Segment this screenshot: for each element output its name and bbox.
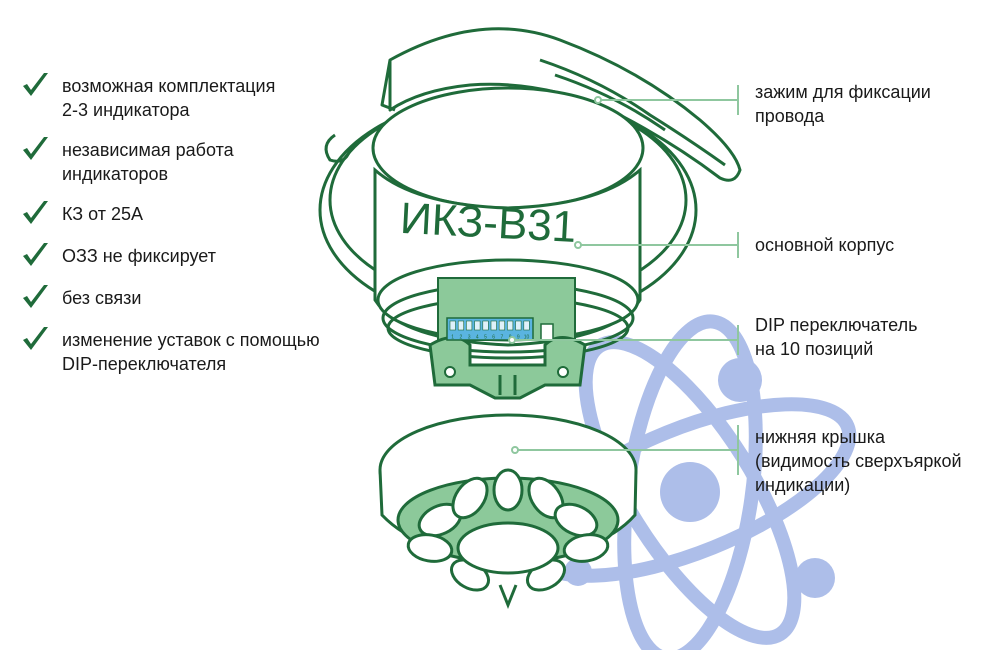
feature-item: КЗ от 25А [20,201,360,228]
feature-text: ОЗЗ не фиксирует [62,246,216,266]
dip-number: 4 [476,335,479,341]
callout-body: основной корпус [755,235,895,255]
dip-number: 3 [468,335,471,341]
dip-key [457,320,465,331]
dip-key [523,320,530,331]
checkmark-icon [23,243,48,266]
feature-text: КЗ от 25А [62,204,144,224]
callout-cover: нижняя крышка (видимость сверхъяркой инд… [755,427,962,495]
dip-key [490,320,497,331]
feature-text: независимая работа индикаторов [62,140,234,184]
feature-list: возможная комплектация 2-3 индикатора не… [20,73,360,392]
dip-key [507,320,514,331]
checkmark-icon [23,201,48,224]
feature-text: без связи [62,288,142,308]
dip-number: 1 [451,335,454,341]
dip-number: 5 [484,335,487,341]
dip-number: 10 [524,335,530,341]
checkmark-icon [23,327,48,350]
feature-item: независимая работа индикаторов [20,137,360,186]
bottom-cover [378,413,638,610]
checkmark-icon [23,137,48,160]
feature-text: изменение уставок с помощью DIP-переключ… [62,330,320,374]
callout-clamp: зажим для фиксации провода [755,82,931,126]
dip-key [466,320,473,331]
leader-lines [508,85,739,475]
wire-clamp [380,27,742,182]
dip-switch: 12345678910 [446,317,554,341]
feature-item: возможная комплектация 2-3 индикатора [20,73,360,122]
dip-number: 6 [492,335,495,341]
dip-key [498,320,506,331]
checkmark-icon [23,73,48,96]
dip-number: 2 [460,335,463,341]
feature-text: возможная комплектация 2-3 индикатора [62,76,276,120]
dip-key [482,320,489,331]
feature-item: изменение уставок с помощью DIP-переключ… [20,327,360,376]
dip-key [515,320,522,331]
dip-key [474,320,481,331]
callout-dip: DIP переключатель на 10 позиций [755,315,918,359]
dip-number: 9 [517,335,520,341]
feature-item: ОЗЗ не фиксирует [20,243,360,270]
feature-item: без связи [20,285,360,312]
dip-key [449,320,456,331]
model-label: ИКЗ-В31 [399,194,578,252]
dip-number: 7 [501,335,504,341]
checkmark-icon [23,285,48,308]
